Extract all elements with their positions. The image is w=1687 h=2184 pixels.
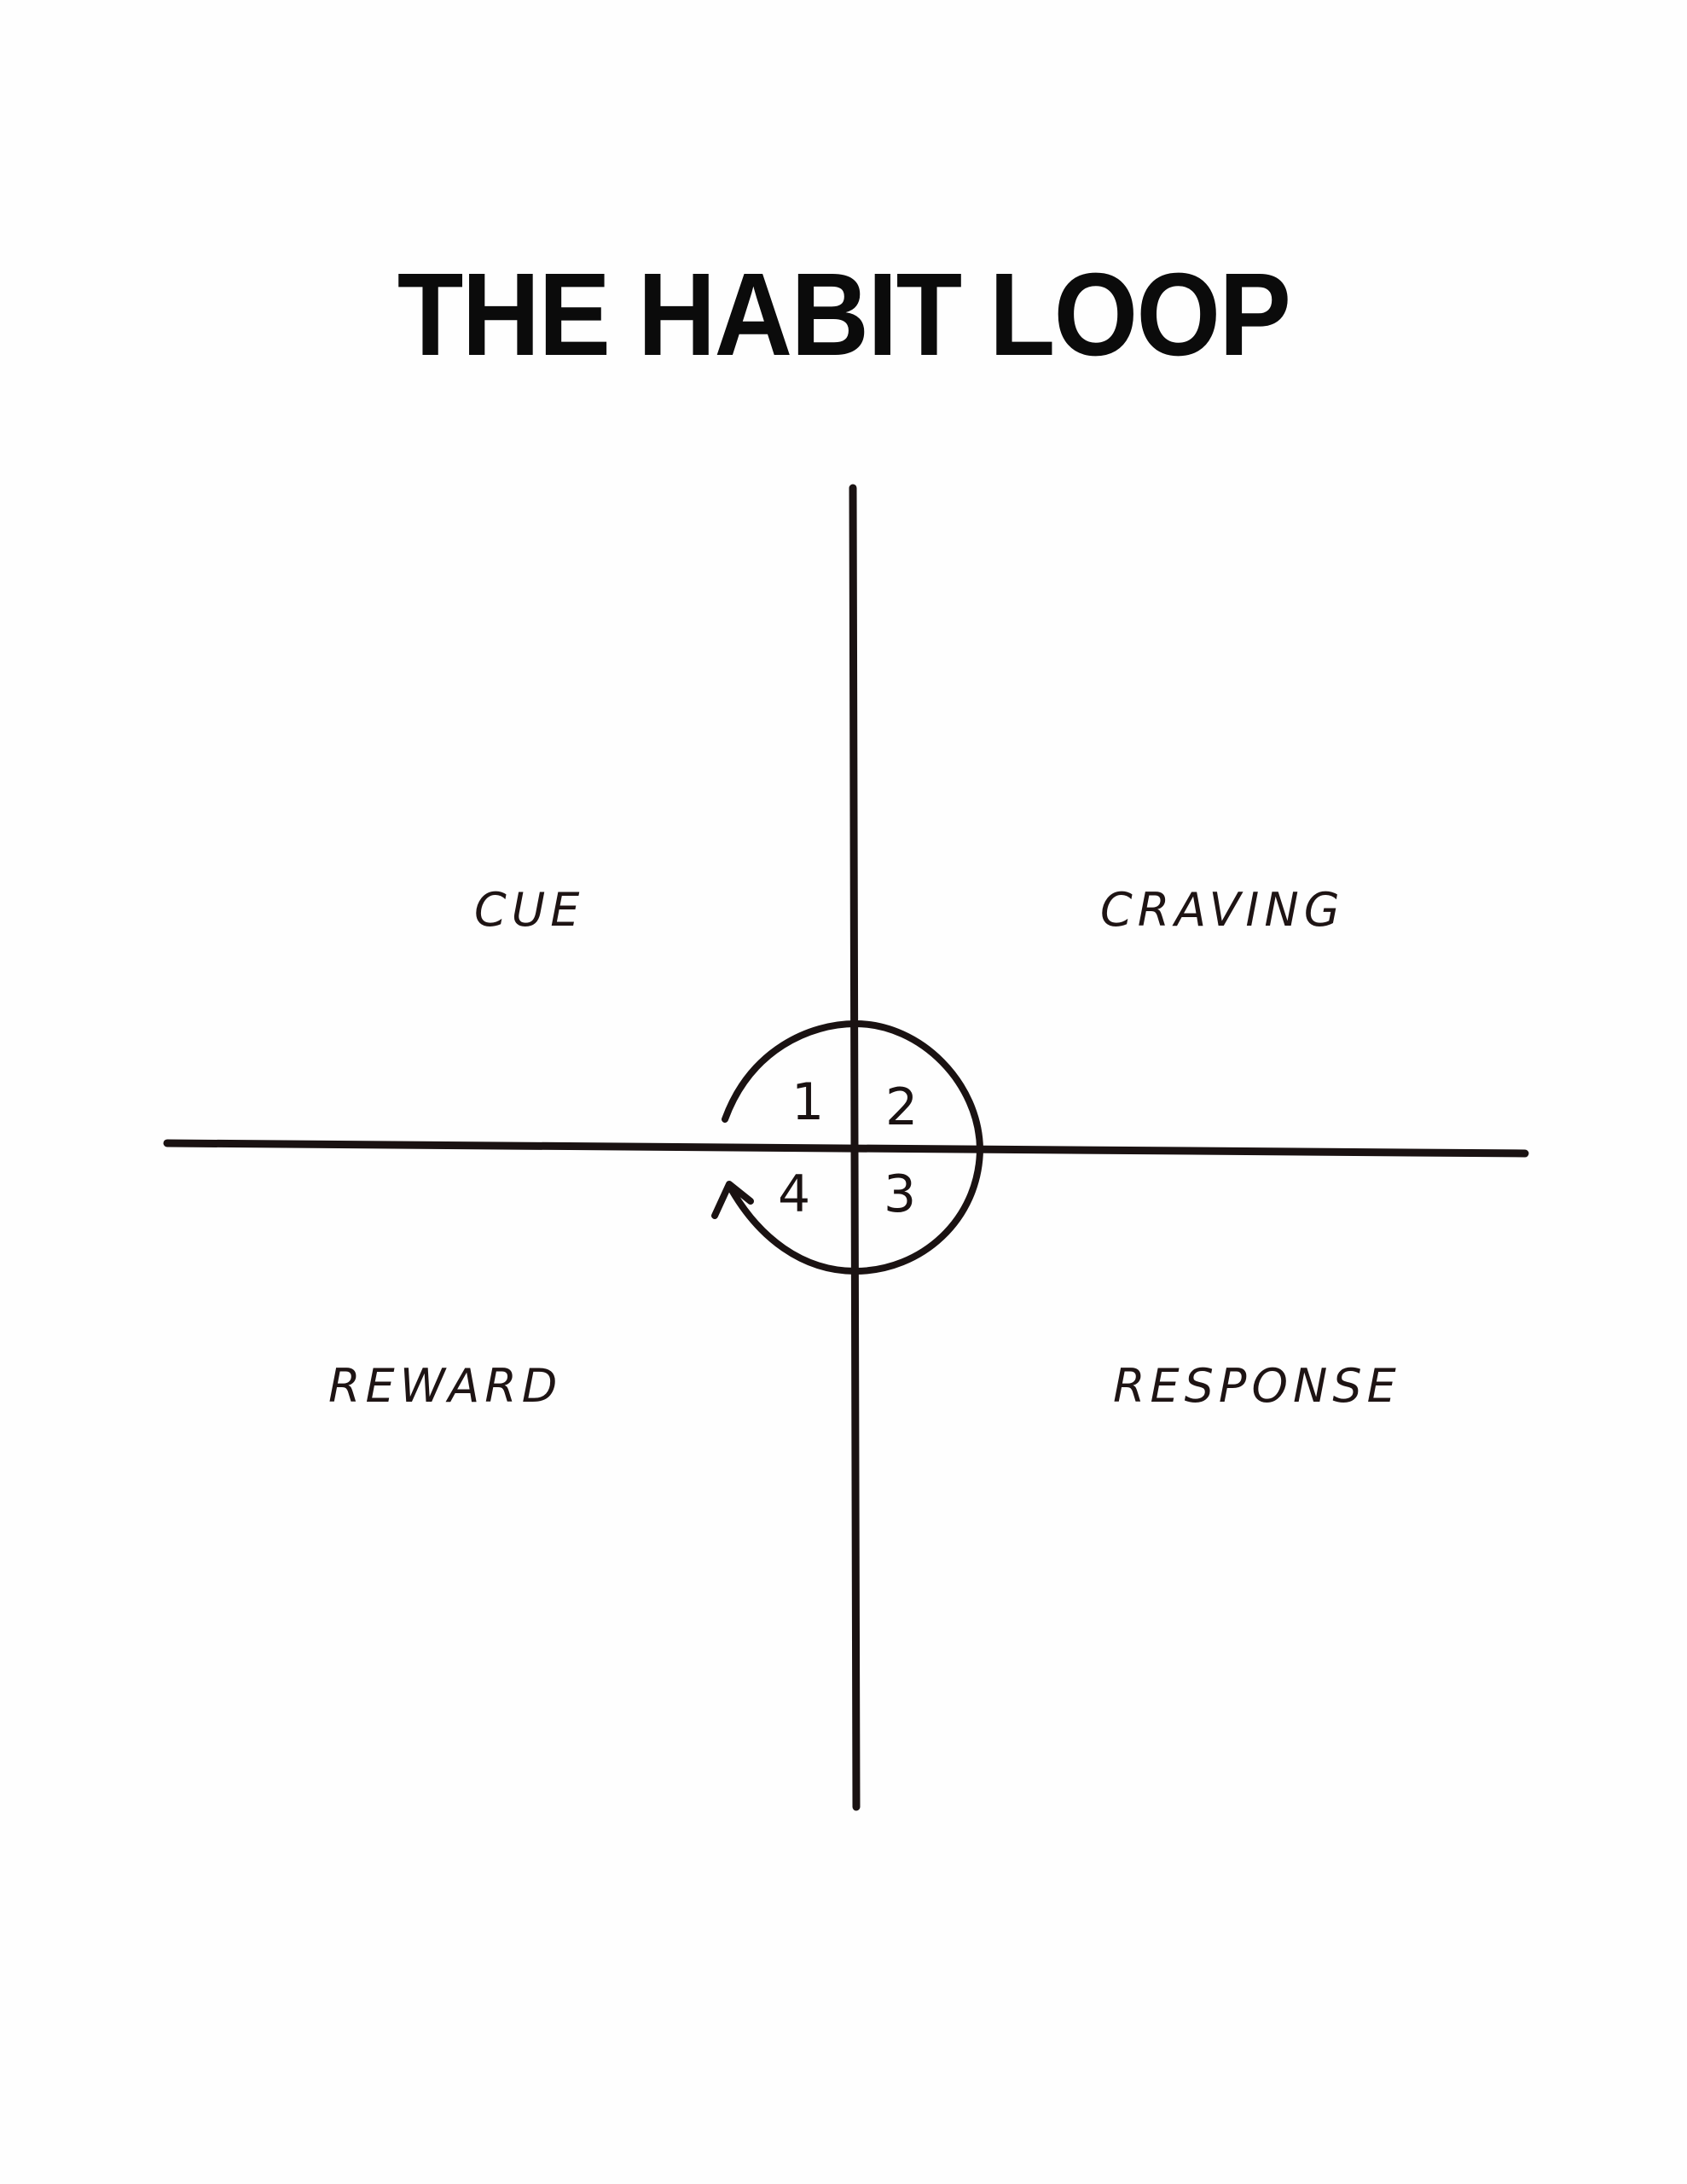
label-cue: CUE — [474, 883, 585, 937]
loop-circle — [722, 1019, 984, 1275]
label-craving: CRAVING — [1100, 883, 1345, 937]
step-number-2: 2 — [885, 1077, 919, 1137]
horizontal-axis — [163, 1139, 1529, 1158]
label-reward: REWARD — [328, 1359, 563, 1413]
diagram-title: THE HABIT LOOP — [397, 249, 1291, 380]
step-number-3: 3 — [884, 1165, 917, 1224]
loop-arrow-icon — [711, 1181, 754, 1219]
step-number-1: 1 — [791, 1072, 825, 1132]
label-response: RESPONSE — [1113, 1359, 1401, 1413]
step-number-4: 4 — [778, 1165, 811, 1224]
